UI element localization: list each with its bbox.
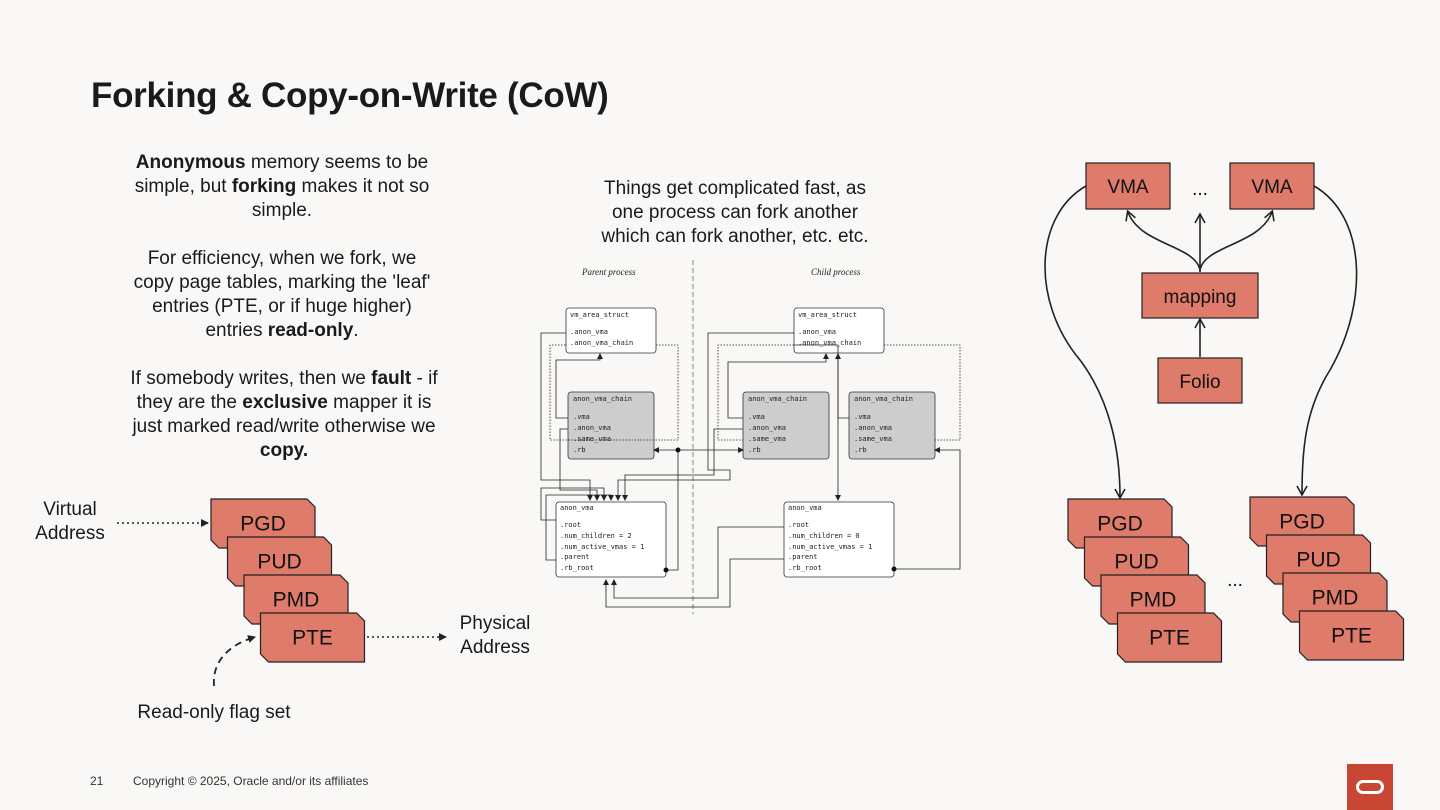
svg-text:.same_vma: .same_vma <box>748 435 786 443</box>
complicated-caption: Things get complicated fast, as one proc… <box>601 178 869 247</box>
page-number: 21 <box>90 774 104 788</box>
oracle-logo-ring <box>1356 780 1384 794</box>
svg-text:mapping: mapping <box>1164 287 1237 308</box>
stacks-ellipsis: ... <box>1227 570 1243 591</box>
right-stack-1-pgd-label: PGD <box>1097 513 1143 536</box>
right-stack-2-pgd-label: PGD <box>1279 511 1325 534</box>
right-stack-2-pud-box: PUD <box>1265 534 1372 585</box>
svg-text:.vma: .vma <box>573 413 590 421</box>
rmap-arrows <box>1044 185 1358 500</box>
rmap-diagram: VMA ... VMA mapping Folio ... PGDPUDPMDP… <box>1044 162 1405 663</box>
svg-text:anon_vma_chain: anon_vma_chain <box>854 395 913 403</box>
svg-text:.same_vma: .same_vma <box>854 435 892 443</box>
child-anon-vma-chain-2: anon_vma_chain .vma .anon_vma .same_vma … <box>848 391 936 460</box>
connector-dot <box>675 447 681 453</box>
svg-text:.rb: .rb <box>854 446 867 454</box>
connector-dot <box>891 566 897 572</box>
svg-text:.root: .root <box>560 521 581 529</box>
mapping-box: mapping <box>1141 272 1259 319</box>
oracle-logo <box>1347 764 1393 810</box>
child-process-label: Child process <box>811 267 861 277</box>
svg-text:anon_vma: anon_vma <box>560 504 594 512</box>
child-vma-title: vm_area_struct <box>798 311 857 319</box>
child-anon-vma-chain-1: anon_vma_chain .vma .anon_vma .same_vma … <box>742 391 830 460</box>
physical-address-label: Physical Address <box>459 613 531 658</box>
page-table-stack-left: PGD PUD PMD PTE <box>210 498 366 663</box>
vma-ellipsis: ... <box>1192 179 1208 200</box>
page-table-stack-right-1: PGD PUD PMD PTE <box>1067 498 1223 663</box>
svg-text:.num_active_vmas = 1: .num_active_vmas = 1 <box>788 543 872 551</box>
svg-text:.rb_root: .rb_root <box>788 564 822 572</box>
parent-vm-area-struct <box>565 307 657 354</box>
left-stack-pte-box: PTE <box>259 612 366 663</box>
left-stack-pmd-box: PMD <box>243 574 349 625</box>
right-stack-2-pgd-box: PGD <box>1249 496 1355 547</box>
parent-anon-vma: anon_vma .root .num_children = 2 .num_ac… <box>555 501 667 578</box>
text-anonymous-memory: Anonymous memory seems to be simple, but… <box>134 152 430 221</box>
left-stack-pud-label: PUD <box>257 551 301 574</box>
svg-text:.same_vma: .same_vma <box>573 435 611 443</box>
svg-text:.num_children = 2: .num_children = 2 <box>560 532 632 540</box>
connector-dot <box>663 567 669 573</box>
svg-text:.rb_root: .rb_root <box>560 564 594 572</box>
left-stack-pmd-label: PMD <box>273 589 320 612</box>
right-stack-1-pmd-box: PMD <box>1100 574 1206 625</box>
readonly-flag-label: Read-only flag set <box>137 702 291 723</box>
folio-box: Folio <box>1157 357 1243 404</box>
svg-text:.parent: .parent <box>560 553 590 561</box>
svg-text:.anon_vma: .anon_vma <box>573 424 611 432</box>
right-stack-1-pte-box: PTE <box>1116 612 1223 663</box>
slide-title: Forking & Copy-on-Write (CoW) <box>91 76 609 115</box>
readonly-flag-arrow <box>213 635 256 687</box>
right-stack-2-pud-label: PUD <box>1296 549 1340 572</box>
svg-text:.vma: .vma <box>748 413 765 421</box>
child-vma-field: .anon_vma_chain <box>798 339 861 347</box>
parent-vma-title: vm_area_struct <box>570 311 629 319</box>
right-stack-1-pud-box: PUD <box>1083 536 1190 587</box>
svg-text:.root: .root <box>788 521 809 529</box>
child-anon-vma: anon_vma .root .num_children = 0 .num_ac… <box>783 501 895 578</box>
right-stack-1-pte-label: PTE <box>1149 627 1190 650</box>
svg-text:anon_vma_chain: anon_vma_chain <box>748 395 807 403</box>
svg-text:Folio: Folio <box>1179 372 1220 393</box>
virtual-address-label: Virtual Address <box>35 499 105 544</box>
copyright: Copyright © 2025, Oracle and/or its affi… <box>133 774 369 788</box>
anon-vma-diagram: Parent process Child process vm_area_str… <box>540 260 961 614</box>
right-stack-2-pte-box: PTE <box>1298 610 1405 661</box>
svg-text:anon_vma: anon_vma <box>788 504 822 512</box>
svg-text:.parent: .parent <box>788 553 818 561</box>
vma-box-2: VMA <box>1229 162 1315 210</box>
svg-text:.rb: .rb <box>748 446 761 454</box>
page-table-stack-right-2: PGD PUD PMD PTE <box>1249 496 1405 661</box>
parent-vma-field: .anon_vma_chain <box>570 339 633 347</box>
svg-text:.num_active_vmas = 1: .num_active_vmas = 1 <box>560 543 644 551</box>
vma-box-1: VMA <box>1085 162 1171 210</box>
left-stack-pte-label: PTE <box>292 627 333 650</box>
right-stack-2-pmd-box: PMD <box>1282 572 1388 623</box>
parent-vma-field: .anon_vma <box>570 328 608 336</box>
text-write-fault: If somebody writes, then we fault - if t… <box>130 368 438 461</box>
left-stack-pgd-label: PGD <box>240 513 286 536</box>
parent-process-label: Parent process <box>581 267 636 277</box>
svg-text:VMA: VMA <box>1251 177 1293 198</box>
svg-text:VMA: VMA <box>1107 177 1149 198</box>
right-stack-2-pte-label: PTE <box>1331 625 1372 648</box>
right-stack-2-pmd-label: PMD <box>1312 587 1359 610</box>
svg-text:anon_vma_chain: anon_vma_chain <box>573 395 632 403</box>
svg-text:.rb: .rb <box>573 446 586 454</box>
right-stack-1-pmd-label: PMD <box>1130 589 1177 612</box>
svg-text:.num_children = 0: .num_children = 0 <box>788 532 860 540</box>
left-stack-pud-box: PUD <box>226 536 333 587</box>
right-stack-1-pud-label: PUD <box>1114 551 1158 574</box>
child-vma-field: .anon_vma <box>798 328 836 336</box>
diagram-connectors <box>540 332 961 608</box>
text-fork-efficiency: For efficiency, when we fork, we copy pa… <box>133 248 431 341</box>
parent-anon-vma-chain: anon_vma_chain .vma .anon_vma .same_vma … <box>567 391 655 460</box>
svg-text:.vma: .vma <box>854 413 871 421</box>
svg-text:.anon_vma: .anon_vma <box>748 424 786 432</box>
svg-text:.anon_vma: .anon_vma <box>854 424 892 432</box>
